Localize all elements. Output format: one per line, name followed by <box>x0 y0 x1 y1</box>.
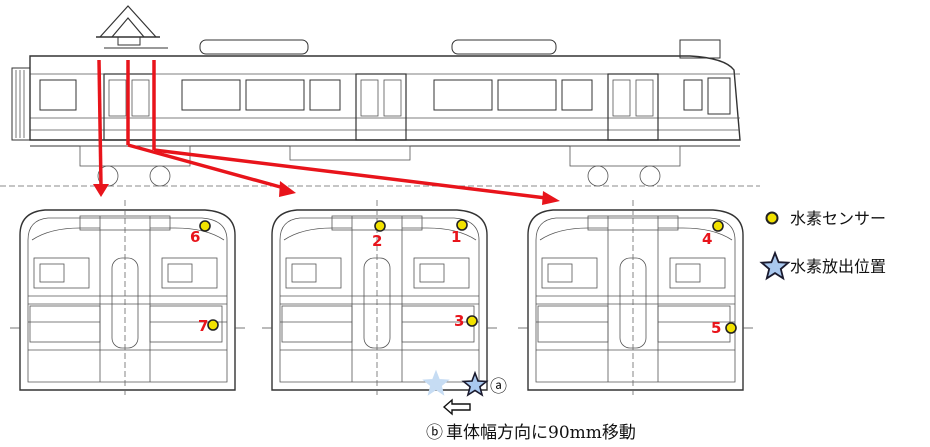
pantograph <box>96 5 168 49</box>
sensor-legend-icon <box>765 211 779 225</box>
release-legend-icon <box>759 250 791 281</box>
sensor-3: 3 <box>454 312 478 330</box>
legend: 水素センサー 水素放出位置 <box>759 209 886 281</box>
legend-release-label: 水素放出位置 <box>790 257 886 276</box>
marker-b: ⓑ <box>426 423 443 443</box>
sensor-label: 4 <box>702 230 712 248</box>
train-side-view <box>0 5 760 187</box>
release-positions: ⓐ <box>422 369 507 416</box>
sensor-5: 5 <box>711 319 737 337</box>
cross-section-left <box>10 200 245 396</box>
sensor-4: 4 <box>702 220 724 248</box>
sensor-label: 3 <box>454 312 464 330</box>
arrow-left-icon <box>442 398 471 416</box>
movement-note: 車体幅方向に90mm移動 <box>446 423 636 443</box>
sensor-label: 2 <box>372 232 382 250</box>
sensor-label: 5 <box>711 319 721 337</box>
hydrogen-sensors: 6 7 2 1 3 4 5 <box>190 219 737 337</box>
sensor-1: 1 <box>451 219 468 246</box>
marker-a: ⓐ <box>490 377 507 397</box>
sensor-6: 6 <box>190 220 211 246</box>
release-star-moved-icon <box>422 369 450 396</box>
sensor-label: 1 <box>451 228 461 246</box>
sensor-label: 6 <box>190 228 200 246</box>
connection-arrows <box>93 59 560 205</box>
sensor-label: 7 <box>198 317 208 335</box>
sensor-7: 7 <box>198 317 219 335</box>
legend-sensor-label: 水素センサー <box>790 209 886 228</box>
cross-section-center <box>262 200 497 396</box>
release-star-icon <box>461 370 489 397</box>
sensor-2: 2 <box>372 220 386 250</box>
